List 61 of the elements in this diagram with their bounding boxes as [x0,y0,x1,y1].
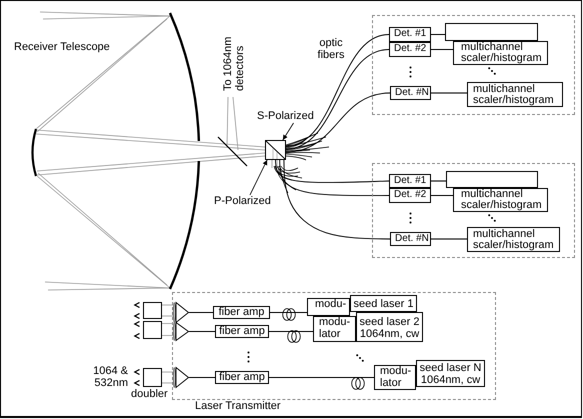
doubler-box [143,368,162,387]
beam-line [162,335,174,336]
scaler-box: multichannel scaler/histogram [453,188,548,212]
detector-box: Det. #1 [389,174,431,188]
detector-box: Det. #2 [389,188,431,203]
polarization-label: P-Polarized [214,195,272,208]
lens-triangle-symbol [173,367,189,388]
dashed-group-box [372,15,575,115]
optical-fiber [286,49,390,150]
laser-box: seed laser N 1064nm, cw [416,360,485,387]
connector-line [430,34,446,35]
fiber-line [268,377,374,378]
optical-fiber [286,34,390,146]
optical-fiber [279,160,390,196]
lens-triangle-symbol [173,322,189,341]
lens-triangle-symbol [173,302,189,323]
connector-line [430,49,454,50]
beam-line [162,382,174,384]
optical-fiber [283,160,390,240]
dashed-group-box [372,163,575,258]
amplifier-box: fiber amp [215,325,269,338]
connector-line [430,92,468,94]
group-heading: Laser Transmitter [195,400,281,412]
leader-arrow [282,122,294,140]
doubler-box [143,321,162,339]
connector-line [188,312,214,313]
connector-line [430,195,454,196]
scaler-box: multichannel scaler/histogram [453,41,548,65]
modulator-box: modu- lator [313,316,356,342]
connector-line [430,238,468,240]
rotated-label: To 1064nm detectors [222,36,246,91]
beam-line [162,304,174,306]
leader-arrow [250,160,268,196]
detector-box: Det. #N [390,232,431,246]
annotation-label: optic fibers [316,38,346,61]
scaler-box: multichannel scaler/histogram [467,227,560,252]
stacked-box [445,23,538,41]
beside-label: doubler [131,388,168,400]
modulator-box: modu- lator [374,365,416,390]
polarization-label: S-Polarized [257,110,315,123]
fiber-line [270,312,308,313]
laser-box: seed laser 1 [350,295,417,312]
optical-fiber [286,92,390,152]
stacked-box [446,171,538,188]
scaler-box: multichannel scaler/histogram [467,82,563,107]
wavelength-label: 1064 & 532nm [92,365,128,389]
detector-box: Det. #2 [389,42,431,57]
amplifier-box: fiber amp [215,371,269,384]
connector-line [188,331,216,332]
optical-fiber [275,160,390,183]
amplifier-box: fiber amp [213,306,270,319]
modulator-box: modu- [307,298,350,316]
detector-box: Det. #N [390,86,431,100]
fiber-line [268,331,314,332]
laser-box: seed laser 2 1064nm, cw [356,312,423,342]
detector-box: Det. #1 [389,27,431,42]
doubler-box [143,302,162,319]
beamsplitter-cube [265,140,286,160]
connector-line [430,180,446,182]
diagram-label: Receiver Telescope [14,41,111,53]
connector-line [188,377,216,378]
